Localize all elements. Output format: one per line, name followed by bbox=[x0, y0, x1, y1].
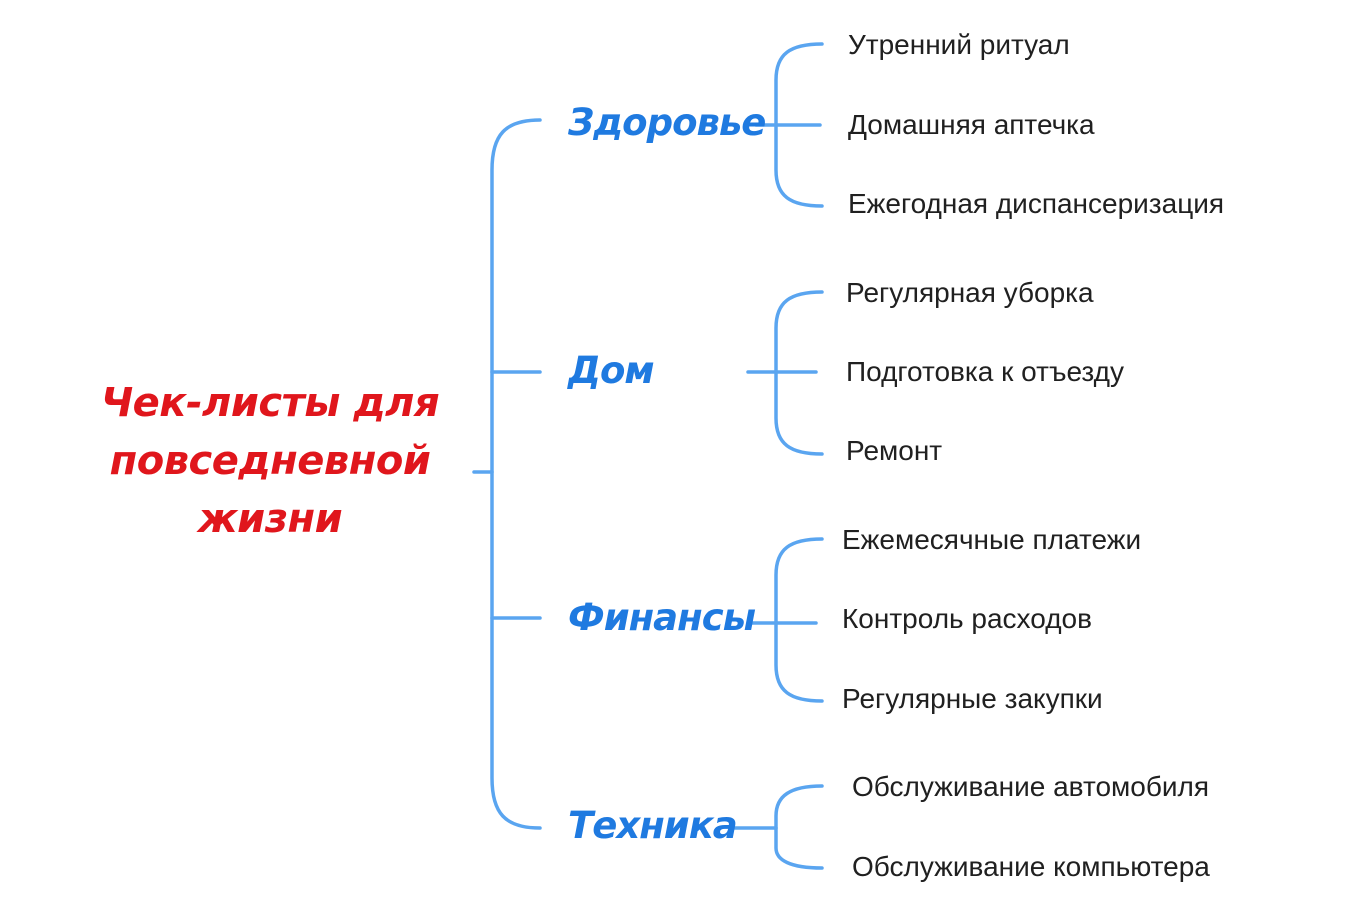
item-podgotovka-k-otezdu: Подготовка к отъезду bbox=[846, 356, 1124, 387]
item-remont: Ремонт bbox=[846, 435, 943, 466]
root-title-line-1: Чек-листы для bbox=[100, 380, 440, 426]
main-bracket bbox=[490, 118, 542, 830]
item-ezhemesyachnye-platezhi: Ежемесячные платежи bbox=[842, 524, 1142, 555]
category-zdorovye: Здоровье bbox=[568, 101, 766, 144]
item-obsluzhivanie-avtomobilya: Обслуживание автомобиля bbox=[852, 771, 1210, 802]
item-ezhegodnaya-dispanserizatsiya: Ежегодная диспансеризация bbox=[848, 188, 1225, 219]
bracket-zdorovye bbox=[774, 42, 824, 208]
item-utrenniy-ritual: Утренний ритуал bbox=[848, 29, 1070, 60]
root-title-line-3: жизни bbox=[197, 496, 343, 542]
category-dom: Дом bbox=[568, 349, 655, 392]
bracket-dom bbox=[774, 290, 824, 456]
category-finansy: Финансы bbox=[568, 596, 756, 639]
item-kontrol-raskhodov: Контроль расходов bbox=[842, 603, 1092, 634]
bracket-finansy bbox=[774, 537, 824, 703]
item-obsluzhivanie-kompyutera: Обслуживание компьютера bbox=[852, 851, 1210, 882]
item-regulyarnaya-uborka: Регулярная уборка bbox=[846, 277, 1094, 308]
root-title: Чек-листы для повседневной жизни bbox=[60, 374, 480, 548]
root-title-line-2: повседневной bbox=[109, 438, 431, 484]
category-tekhnika: Техника bbox=[568, 804, 738, 847]
item-regulyarnye-zakupki: Регулярные закупки bbox=[842, 683, 1103, 714]
bracket-tekhnika bbox=[774, 784, 824, 870]
item-domashnyaya-aptechka: Домашняя аптечка bbox=[848, 109, 1095, 140]
